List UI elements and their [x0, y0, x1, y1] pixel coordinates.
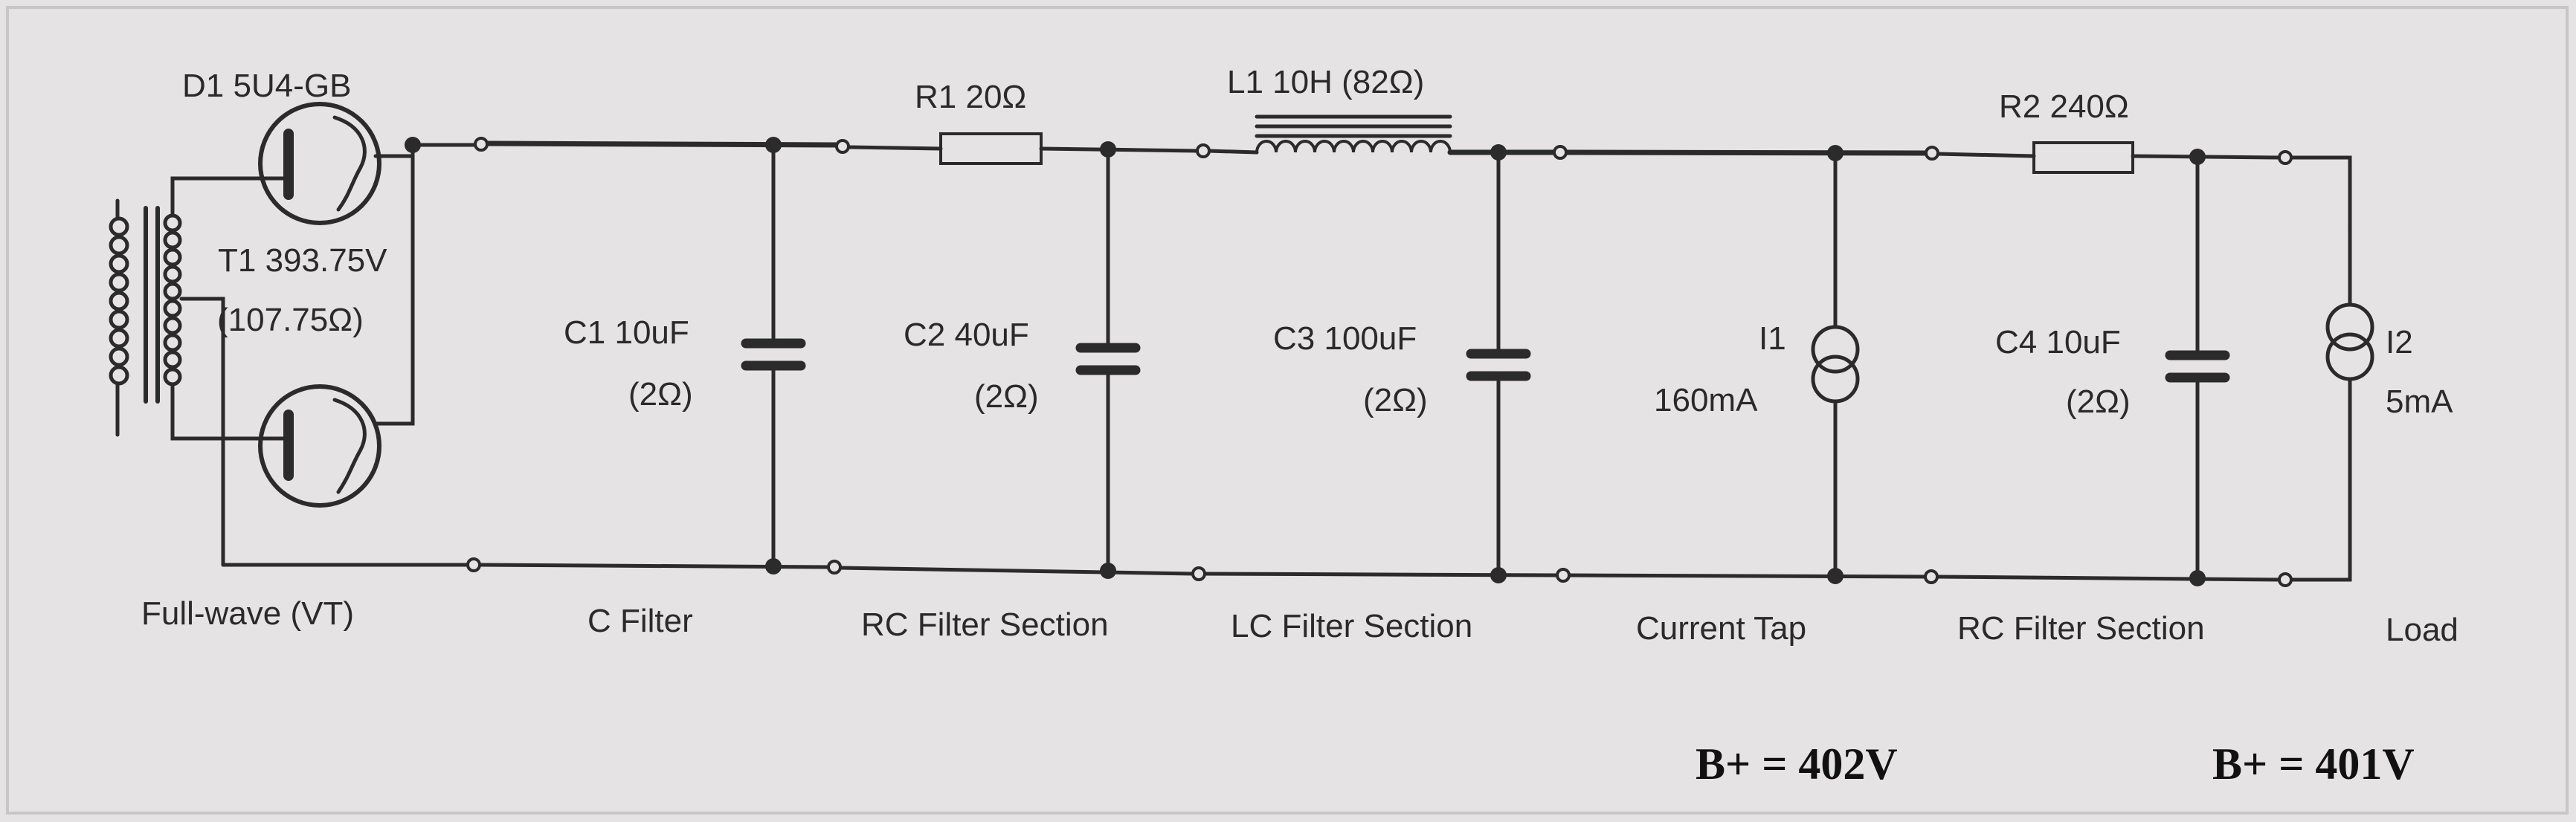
- rectifier-tube-bottom: [254, 143, 415, 508]
- label-c4-esr: (2Ω): [2066, 384, 2131, 420]
- current-source-i2: [2325, 228, 2374, 448]
- resistor-r1: [939, 132, 1043, 165]
- resistor-r2: [2032, 141, 2134, 174]
- rectifier-tube-top: [254, 102, 415, 225]
- current-source-i1: [1811, 151, 1860, 578]
- capacitor-c4: [2165, 155, 2230, 580]
- label-c4-value: C4 10uF: [1995, 324, 2121, 360]
- section-label-lc-filter: LC Filter Section: [1231, 608, 1472, 644]
- label-r1: R1 20Ω: [915, 79, 1026, 115]
- label-c1-value: C1 10uF: [564, 314, 689, 351]
- secondary-top-lead: [170, 176, 259, 218]
- label-l1: L1 10H (82Ω): [1227, 64, 1424, 100]
- label-t1-resistance: (107.75Ω): [217, 302, 364, 338]
- label-r2: R2 240Ω: [1999, 88, 2129, 125]
- bplus-load-voltage: B+ = 401V: [2212, 740, 2415, 789]
- schematic-frame: [6, 6, 2569, 815]
- section-label-c-filter: C Filter: [587, 603, 693, 639]
- transformer-primary-coil: [109, 216, 129, 386]
- section-label-load: Load: [2386, 612, 2459, 648]
- secondary-bottom-lead: [170, 383, 259, 441]
- center-tap-lead: [179, 297, 225, 567]
- section-label-rc-filter-2: RC Filter Section: [1957, 610, 2205, 647]
- section-label-current-tap: Current Tap: [1636, 610, 1806, 647]
- section-label-rectifier: Full-wave (VT): [141, 595, 354, 632]
- label-i1-name: I1: [1759, 320, 1786, 357]
- capacitor-c3: [1466, 150, 1531, 577]
- transformer-secondary-coil: [163, 213, 182, 386]
- label-d1: D1 5U4-GB: [182, 68, 351, 104]
- capacitor-c2: [1075, 147, 1141, 573]
- capacitor-c1: [741, 143, 806, 569]
- label-c2-value: C2 40uF: [904, 317, 1029, 353]
- inductor-l1: [1255, 114, 1452, 154]
- label-c3-value: C3 100uF: [1273, 320, 1417, 357]
- label-t1-voltage: T1 393.75V: [218, 242, 387, 279]
- section-terminals: [466, 137, 2293, 587]
- label-i1-current: 160mA: [1654, 382, 1758, 418]
- bottom-rail: [221, 444, 2352, 582]
- junction-dots: [405, 137, 2206, 586]
- label-i2-current: 5mA: [2386, 384, 2453, 420]
- label-c1-esr: (2Ω): [628, 376, 693, 412]
- top-rail: [410, 140, 2352, 233]
- label-c3-esr: (2Ω): [1363, 382, 1428, 418]
- transformer-t1: [109, 176, 259, 567]
- bplus-tap-voltage: B+ = 402V: [1696, 740, 1898, 789]
- section-label-rc-filter-1: RC Filter Section: [861, 606, 1109, 643]
- label-i2-name: I2: [2386, 324, 2413, 360]
- label-c2-esr: (2Ω): [974, 378, 1039, 415]
